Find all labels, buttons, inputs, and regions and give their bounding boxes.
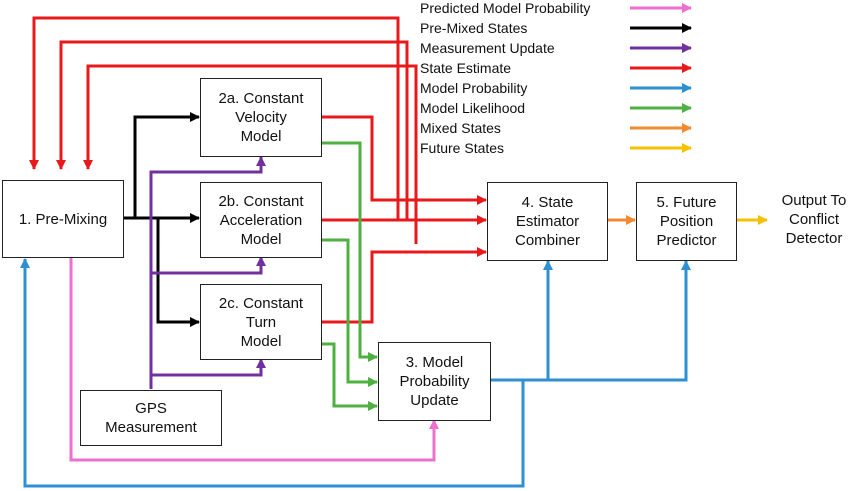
edge-likelihood-cv <box>321 141 378 362</box>
model-probability-update-block: 3. Model Probability Update <box>378 342 491 421</box>
constant-turn-model-block: 2c. Constant Turn Model <box>200 284 322 360</box>
state-estimator-combiner-block: 4. State Estimator Combiner <box>487 182 608 261</box>
edge-pre-mixed-to-ct <box>123 216 200 327</box>
edge-likelihood-ca <box>321 238 378 387</box>
edge-state-feedback-middle <box>56 40 409 220</box>
legend-label: Measurement Update <box>420 40 555 56</box>
edge-model-prob-to-predictor <box>548 260 691 382</box>
future-position-predictor-block: 5. Future Position Predictor <box>636 182 737 261</box>
edge-model-prob-to-combiner <box>490 260 553 382</box>
constant-acceleration-model-block: 2b. Constant Acceleration Model <box>200 182 322 258</box>
legend-arrows <box>630 3 692 153</box>
output-to-conflict-detector-label: Output To Conflict Detector <box>781 192 847 247</box>
edge-state-cv <box>321 115 487 205</box>
edge-model-prob-to-premixing <box>20 258 525 488</box>
legend-label: Predicted Model Probability <box>420 0 591 16</box>
edge-state-feedback-inner <box>83 64 418 220</box>
constant-velocity-model-block: 2a. Constant Velocity Model <box>200 78 322 157</box>
edge-state-feedback-outer <box>29 16 400 220</box>
gps-measurement-block: GPS Measurement <box>80 390 222 446</box>
legend-label: State Estimate <box>420 60 512 76</box>
edge-predicted-model-probability <box>69 258 439 462</box>
edge-measurement-to-cv <box>149 156 266 273</box>
edge-likelihood-ct <box>321 342 378 411</box>
edge-state-ct <box>321 247 487 324</box>
legend-label: Future States <box>420 140 505 156</box>
pre-mixing-block: 1. Pre-Mixing <box>2 180 124 258</box>
edge-measurement-to-ct <box>149 358 266 389</box>
edge-pre-mixed-to-cv <box>123 112 200 220</box>
legend-label: Pre-Mixed States <box>420 20 528 36</box>
legend-label: Model Probability <box>420 80 528 96</box>
legend-label: Mixed States <box>420 120 501 136</box>
edge-measurement-to-ca <box>149 256 266 375</box>
legend-label: Model Likelihood <box>420 100 526 116</box>
